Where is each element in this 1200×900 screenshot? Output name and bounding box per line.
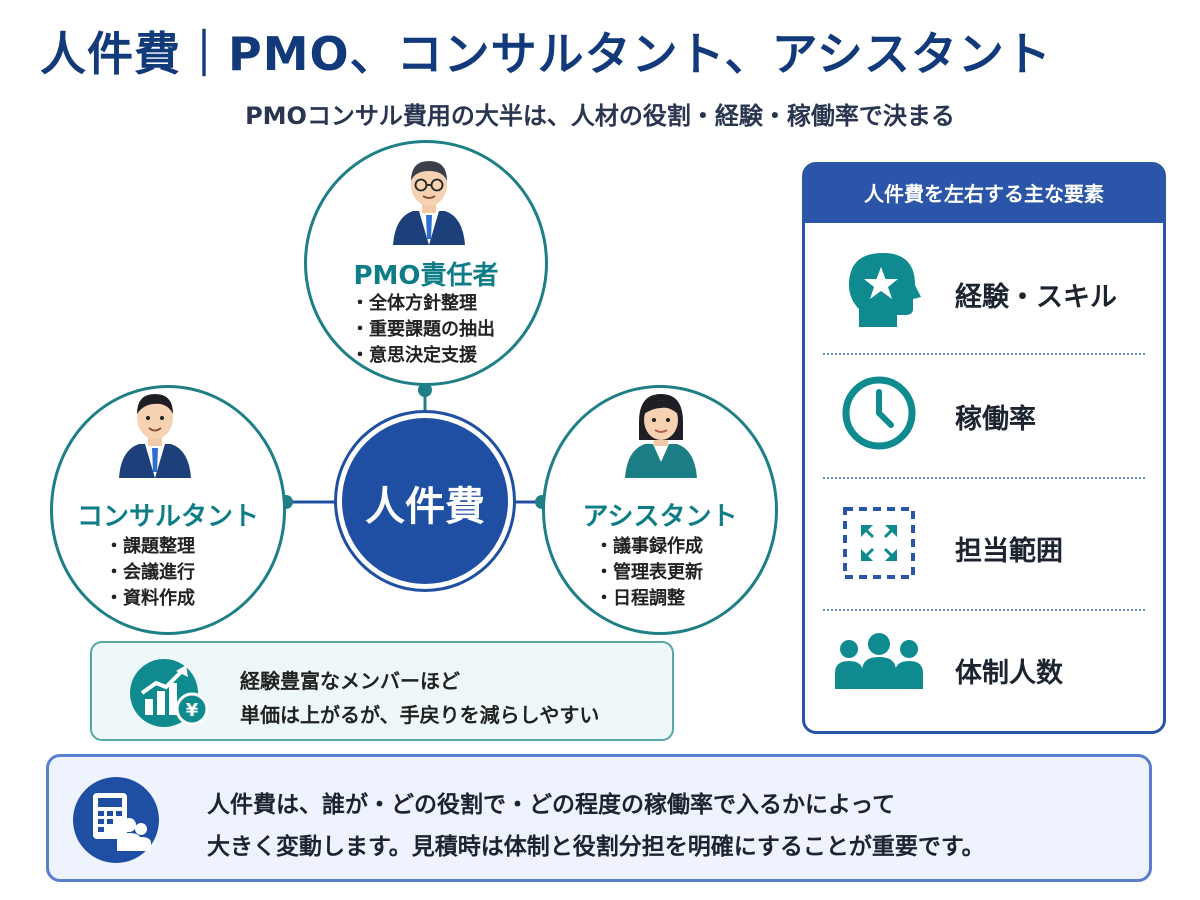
scope-icon bbox=[843, 507, 915, 579]
role-assistant: アシスタント ・議事録作成 ・管理表更新 ・日程調整 bbox=[542, 385, 778, 635]
factor-label: 体制人数 bbox=[955, 658, 1063, 689]
divider bbox=[823, 609, 1145, 611]
team-icon bbox=[835, 633, 923, 689]
svg-text:¥: ¥ bbox=[186, 700, 199, 721]
role-assistant-tasks: ・議事録作成 ・管理表更新 ・日程調整 bbox=[595, 534, 703, 612]
page-subtitle: PMOコンサル費用の大半は、人材の役割・経験・稼働率で決まる bbox=[245, 102, 955, 130]
task-item: ・全体方針整理 bbox=[351, 293, 477, 314]
summary-line-1: 人件費は、誰が・どの役割で・どの程度の稼働率で入るかによって bbox=[207, 792, 896, 818]
divider bbox=[823, 353, 1145, 355]
center-label: 人件費 bbox=[365, 484, 485, 530]
factor-label: 経験・スキル bbox=[955, 282, 1117, 313]
note-line-2: 単価は上がるが、手戻りを減らしやすい bbox=[240, 703, 600, 727]
task-item: ・意思決定支援 bbox=[351, 345, 477, 366]
role-assistant-name: アシスタント bbox=[582, 502, 738, 532]
factor-label: 稼働率 bbox=[955, 404, 1036, 435]
summary-line-2: 大きく変動します。見積時は体制と役割分担を明確にすることが重要です。 bbox=[207, 834, 985, 860]
task-item: ・会議進行 bbox=[105, 562, 195, 583]
task-item: ・管理表更新 bbox=[595, 562, 703, 583]
role-consultant: コンサルタント ・課題整理 ・会議進行 ・資料作成 bbox=[50, 385, 286, 635]
calculator-team-icon bbox=[73, 777, 159, 863]
task-item: ・課題整理 bbox=[105, 536, 195, 557]
role-consultant-name: コンサルタント bbox=[76, 502, 259, 532]
divider bbox=[823, 477, 1145, 479]
experience-note: ¥ 経験豊富なメンバーほど 単価は上がるが、手戻りを減らしやすい bbox=[90, 641, 674, 741]
role-pmo-name: PMO責任者 bbox=[353, 261, 499, 291]
note-line-1: 経験豊富なメンバーほど bbox=[240, 669, 460, 693]
growth-yen-icon: ¥ bbox=[130, 659, 209, 727]
assistant-avatar-icon bbox=[625, 394, 697, 478]
task-item: ・重要課題の抽出 bbox=[351, 319, 495, 340]
factor-panel: 人件費を左右する主な要素 経験・スキル 稼働率 担当範囲 体制人数 bbox=[802, 162, 1166, 734]
summary-box: 人件費は、誰が・どの役割で・どの程度の稼働率で入るかによって 大きく変動します。… bbox=[46, 754, 1152, 882]
task-item: ・資料作成 bbox=[105, 588, 195, 609]
factor-label: 担当範囲 bbox=[955, 536, 1063, 567]
task-item: ・日程調整 bbox=[595, 588, 685, 609]
center-labor-cost: 人件費 bbox=[342, 418, 508, 584]
clock-icon bbox=[842, 376, 916, 450]
page-title: 人件費｜PMO、コンサルタント、アシスタント bbox=[40, 27, 1052, 81]
pmo-avatar-icon bbox=[393, 161, 465, 245]
factor-panel-header: 人件費を左右する主な要素 bbox=[805, 165, 1163, 223]
role-pmo: PMO責任者 ・全体方針整理 ・重要課題の抽出 ・意思決定支援 bbox=[304, 140, 548, 386]
consultant-avatar-icon bbox=[119, 394, 191, 478]
role-consultant-tasks: ・課題整理 ・会議進行 ・資料作成 bbox=[105, 534, 195, 612]
task-item: ・議事録作成 bbox=[595, 536, 703, 557]
head-star-icon bbox=[849, 253, 921, 327]
role-pmo-tasks: ・全体方針整理 ・重要課題の抽出 ・意思決定支援 bbox=[351, 291, 495, 369]
